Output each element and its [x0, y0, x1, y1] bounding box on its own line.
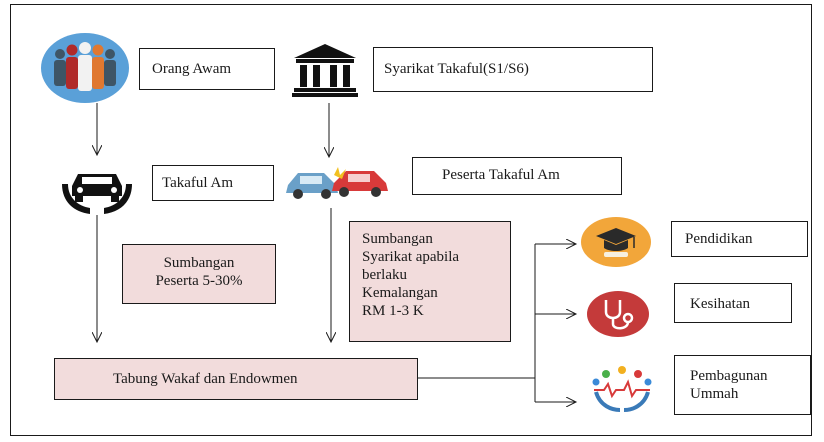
sumbangan-peserta-line-2: Peserta 5-30% [155, 273, 243, 289]
pembagunan-ummah-box: Pembagunan Ummah [674, 355, 811, 415]
sumbangan-syarikat-line-4: Kemalangan [362, 285, 438, 301]
stethoscope-icon [587, 291, 649, 337]
syarikat-takaful-label: Syarikat Takaful(S1/S6) [384, 61, 529, 77]
diagram-frame [10, 4, 812, 436]
kesihatan-label: Kesihatan [690, 296, 750, 312]
pembagunan-ummah-line-2: Ummah [690, 386, 739, 402]
tabung-wakaf-box: Tabung Wakaf dan Endowmen [54, 358, 418, 400]
orang-awam-label: Orang Awam [152, 61, 232, 77]
orang-awam-box: Orang Awam [139, 48, 275, 90]
sumbangan-peserta-line-1: Sumbangan [163, 255, 235, 271]
sumbangan-syarikat-box: Sumbangan Syarikat apabila berlaku Kemal… [349, 221, 511, 342]
syarikat-takaful-box: Syarikat Takaful(S1/S6) [373, 47, 653, 92]
pendidikan-label: Pendidikan [685, 231, 753, 247]
takaful-am-box: Takaful Am [152, 165, 274, 201]
peserta-takaful-am-box: Peserta Takaful Am [412, 157, 622, 195]
peserta-takaful-am-label: Peserta Takaful Am [442, 167, 560, 183]
sumbangan-peserta-box: Sumbangan Peserta 5-30% [122, 244, 276, 304]
sumbangan-syarikat-line-3: berlaku [362, 267, 407, 283]
sumbangan-syarikat-line-1: Sumbangan [362, 231, 433, 247]
people-group-icon [41, 33, 129, 103]
pembagunan-ummah-line-1: Pembagunan [690, 368, 768, 384]
car-crash-icon [286, 167, 388, 199]
graduation-cap-icon [581, 217, 651, 267]
sumbangan-syarikat-line-5: RM 1-3 K [362, 303, 424, 319]
takaful-am-label: Takaful Am [162, 175, 234, 191]
community-people-icon [588, 362, 656, 414]
tabung-wakaf-label: Tabung Wakaf dan Endowmen [113, 371, 298, 387]
bank-building-icon [292, 44, 358, 97]
sumbangan-syarikat-line-2: Syarikat apabila [362, 249, 460, 265]
kesihatan-box: Kesihatan [674, 283, 792, 323]
car-in-hands-icon [62, 174, 132, 214]
pendidikan-box: Pendidikan [671, 221, 808, 257]
edge-tick [10, 319, 11, 343]
